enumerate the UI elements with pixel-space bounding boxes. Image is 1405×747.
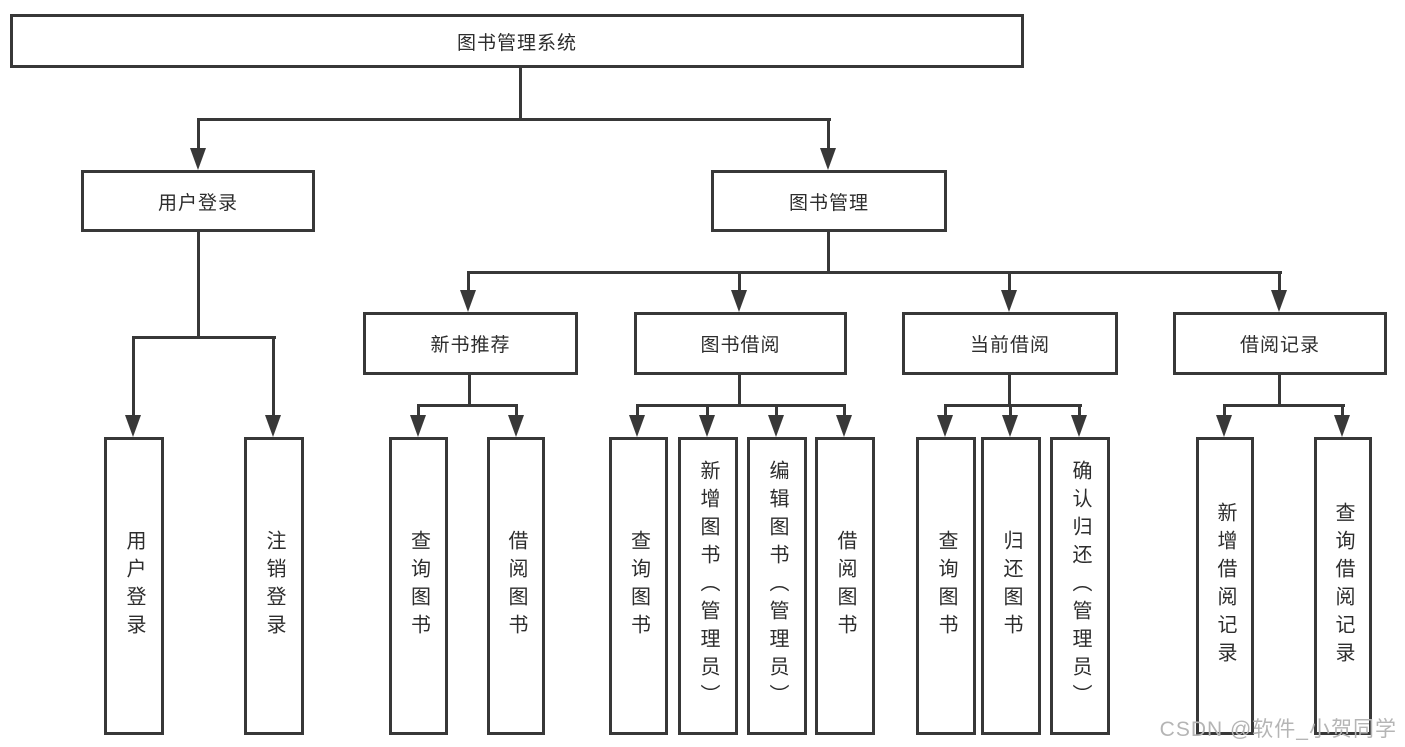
- leaf-borrow-borrow-book: 借阅图书: [815, 437, 875, 735]
- arrow-down-icon: [629, 415, 645, 437]
- arrow-down-icon: [820, 148, 836, 170]
- arrow-down-icon: [125, 415, 141, 437]
- connector-leaf-drop: [1341, 404, 1344, 418]
- leaf-label: 借阅图书: [834, 530, 856, 642]
- leaf-label: 新增借阅记录: [1214, 502, 1236, 670]
- connector-current-stem: [1008, 375, 1011, 406]
- connector-leaf-drop: [1078, 404, 1081, 418]
- leaf-records-add-record: 新增借阅记录: [1196, 437, 1254, 735]
- connector-mgmt-stem: [827, 232, 830, 274]
- arrow-down-icon: [508, 415, 524, 437]
- arrow-down-icon: [836, 415, 852, 437]
- connector-leaf-drop: [417, 404, 420, 418]
- connector-recommend-stem: [468, 375, 471, 407]
- node-new-book-recommend: 新书推荐: [363, 312, 578, 375]
- connector-level3-branch: [467, 271, 1282, 274]
- leaf-label: 借阅图书: [505, 530, 527, 642]
- connector-user-drop: [197, 118, 200, 152]
- connector-current-drop: [1008, 271, 1011, 293]
- connector-login-drop: [132, 336, 135, 418]
- node-current-borrow: 当前借阅: [902, 312, 1118, 375]
- connector-leaf-drop: [515, 404, 518, 418]
- arrow-down-icon: [731, 290, 747, 312]
- arrow-down-icon: [937, 415, 953, 437]
- arrow-down-icon: [190, 148, 206, 170]
- connector-borrow-stem: [738, 375, 741, 406]
- connector-leaf-drop: [843, 404, 846, 418]
- leaf-label: 查询图书: [407, 530, 430, 642]
- arrow-down-icon: [768, 415, 784, 437]
- connector-root-stem: [519, 68, 522, 120]
- leaf-label: 注销登录: [263, 530, 285, 642]
- leaf-label: 用户登录: [123, 530, 145, 642]
- connector-level2-branch: [197, 118, 831, 121]
- leaf-borrow-edit-book-admin: 编辑图书（管理员）: [747, 437, 807, 735]
- leaf-label: 确认归还（管理员）: [1069, 460, 1091, 712]
- arrow-down-icon: [1071, 415, 1087, 437]
- leaf-current-confirm-return-admin: 确认归还（管理员）: [1050, 437, 1110, 735]
- node-root-system: 图书管理系统: [10, 14, 1024, 68]
- connector-user-branch: [132, 336, 276, 339]
- connector-mgmt-drop: [827, 118, 830, 152]
- leaf-recommend-query-book: 查询图书: [389, 437, 448, 735]
- connector-recommend-branch: [417, 404, 518, 407]
- connector-leaf-drop: [1009, 404, 1012, 418]
- leaf-label: 查询借阅记录: [1332, 502, 1354, 670]
- node-user-login-branch: 用户登录: [81, 170, 315, 232]
- connector-current-branch: [944, 404, 1082, 407]
- leaf-user-login: 用户登录: [104, 437, 164, 735]
- arrow-down-icon: [1271, 290, 1287, 312]
- connector-records-stem: [1278, 375, 1281, 406]
- leaf-label: 查询图书: [627, 530, 650, 642]
- leaf-current-return-book: 归还图书: [981, 437, 1041, 735]
- arrow-down-icon: [1001, 290, 1017, 312]
- connector-leaf-drop: [1223, 404, 1226, 418]
- arrow-down-icon: [265, 415, 281, 437]
- leaf-records-query-record: 查询借阅记录: [1314, 437, 1372, 735]
- connector-leaf-drop: [775, 404, 778, 418]
- connector-borrow-branch: [636, 404, 846, 407]
- arrow-down-icon: [699, 415, 715, 437]
- connector-logout-drop: [272, 336, 275, 418]
- arrow-down-icon: [1216, 415, 1232, 437]
- connector-borrow-drop: [738, 271, 741, 293]
- arrow-down-icon: [1334, 415, 1350, 437]
- leaf-label: 编辑图书（管理员）: [766, 460, 788, 712]
- leaf-label: 新增图书（管理员）: [697, 460, 719, 712]
- arrow-down-icon: [1002, 415, 1018, 437]
- leaf-borrow-add-book-admin: 新增图书（管理员）: [678, 437, 738, 735]
- connector-records-drop: [1278, 271, 1281, 293]
- leaf-logout: 注销登录: [244, 437, 304, 735]
- leaf-current-query-book: 查询图书: [916, 437, 976, 735]
- leaf-recommend-borrow-book: 借阅图书: [487, 437, 545, 735]
- node-borrow-records: 借阅记录: [1173, 312, 1387, 375]
- leaf-label: 归还图书: [1000, 530, 1022, 642]
- leaf-borrow-query-book: 查询图书: [609, 437, 668, 735]
- connector-leaf-drop: [636, 404, 639, 418]
- connector-recommend-drop: [467, 271, 470, 293]
- node-book-borrow: 图书借阅: [634, 312, 847, 375]
- arrow-down-icon: [410, 415, 426, 437]
- connector-leaf-drop: [944, 404, 947, 418]
- leaf-label: 查询图书: [935, 530, 957, 642]
- csdn-watermark: CSDN @软件_小贺同学: [1159, 718, 1397, 741]
- connector-leaf-drop: [706, 404, 709, 418]
- connector-records-branch: [1223, 404, 1345, 407]
- connector-user-stem: [197, 232, 200, 338]
- node-book-management-branch: 图书管理: [711, 170, 947, 232]
- arrow-down-icon: [460, 290, 476, 312]
